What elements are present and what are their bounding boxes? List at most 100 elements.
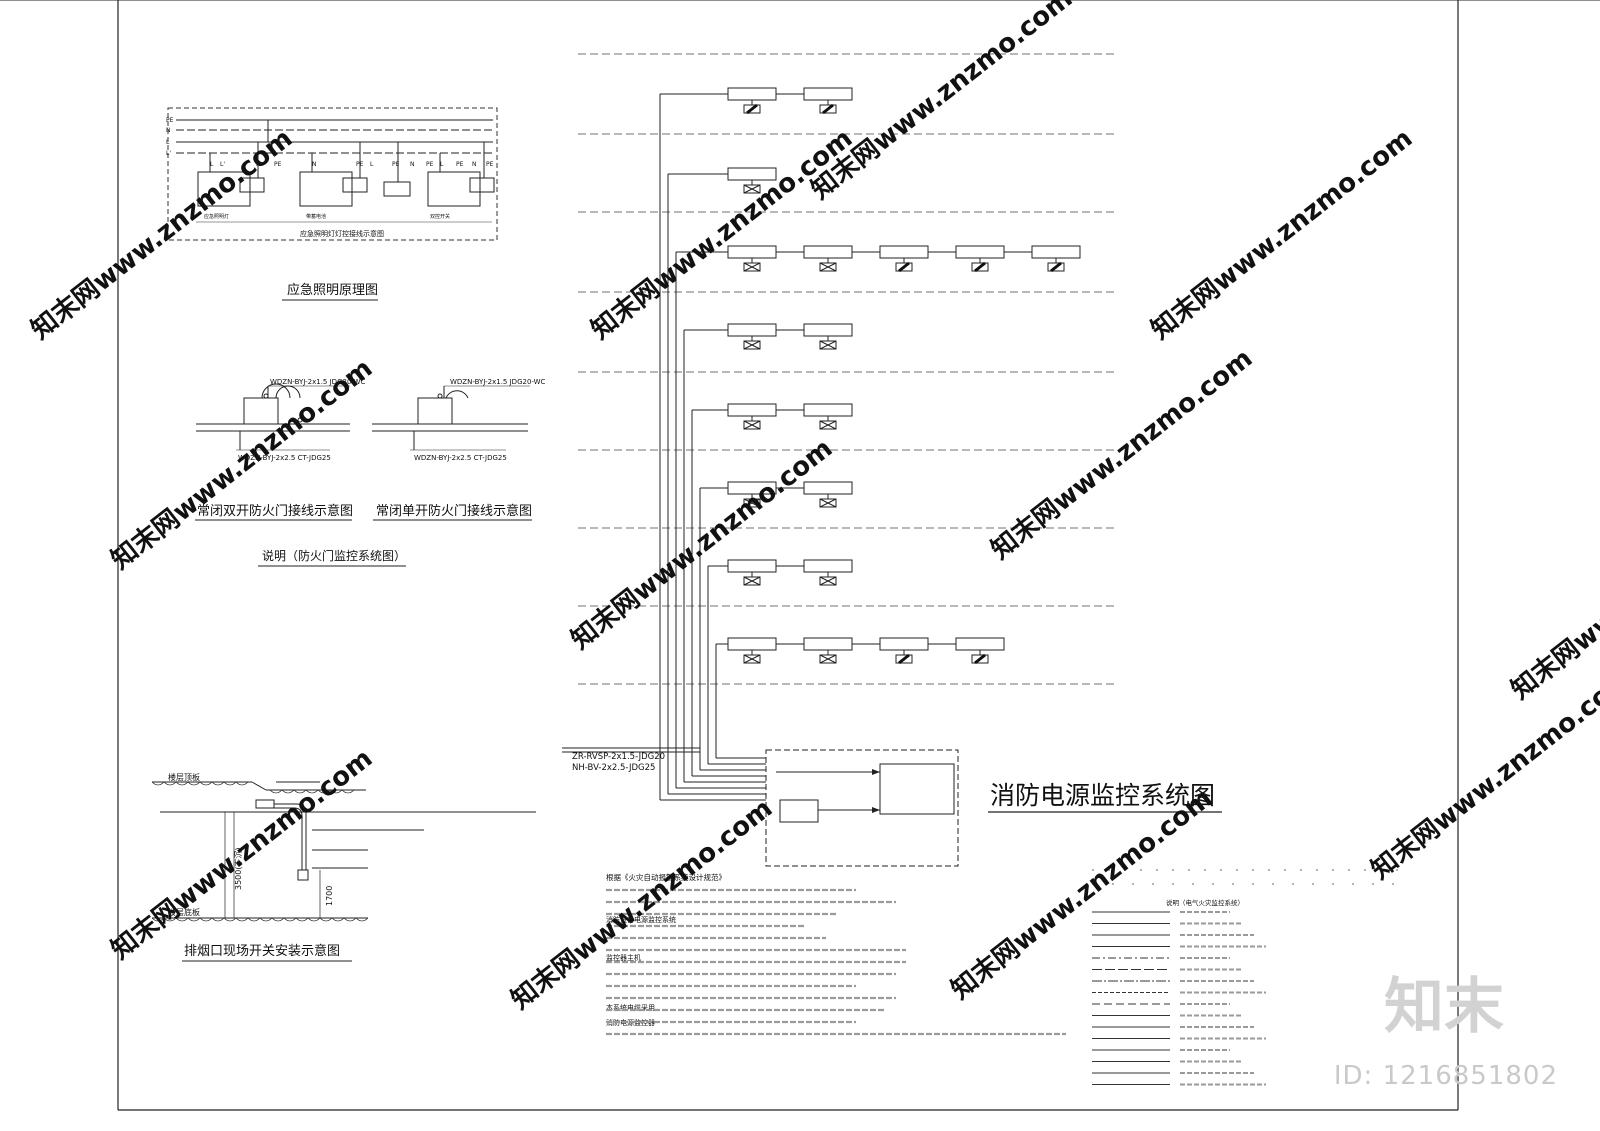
fp-sensor	[743, 104, 761, 114]
watermark-text: 知末网www.znzmo.com	[806, 0, 1078, 206]
fp-module	[879, 245, 929, 259]
fp-module	[879, 637, 929, 651]
fire-power-monitor-system: ZR-RVSP-2x1.5-JDG20 NH-BV-2x2.5-JDG25	[562, 53, 1114, 867]
watermark-text: 知末网www.znzmo.com	[566, 433, 838, 655]
fp-module	[1031, 245, 1081, 259]
legend: 说明（电气火灾监控系统）	[1092, 869, 1410, 1086]
fp-sensor	[743, 340, 761, 350]
el-note-2: 带蓄电池	[306, 213, 326, 220]
el-terminal-label: PE	[274, 161, 282, 168]
el-terminal-label: L	[210, 161, 214, 168]
fp-module	[727, 245, 777, 259]
fp-sensor-cross	[743, 184, 761, 194]
fp-sensor-cross	[819, 654, 837, 664]
fp-sensor	[743, 654, 761, 664]
fp-sensor-cross	[819, 420, 837, 430]
fd-notes-title: 说明（防火门监控系统图）	[262, 548, 406, 563]
fp-sensor	[743, 262, 761, 272]
el-bus-label: PE	[166, 117, 174, 124]
fd-double-title: 常闭双开防火门接线示意图	[197, 503, 353, 519]
smoke-ceiling-label: 楼层顶板	[168, 772, 200, 782]
fp-sensor	[895, 262, 913, 272]
fp-module	[727, 559, 777, 573]
fp-module	[803, 323, 853, 337]
smoke-height-total: 3500(下沉)	[234, 847, 243, 890]
fp-sensor-cross	[743, 420, 761, 430]
fp-sensor-slash	[898, 653, 910, 665]
notes-line-4: 本系统电缆采用	[606, 1003, 655, 1012]
smoke-title: 排烟口现场开关安装示意图	[184, 943, 340, 959]
watermark-text: 知末网www.znzmo.com	[946, 783, 1218, 1005]
el-terminal-label: N	[312, 161, 317, 168]
fp-sensor	[971, 262, 989, 272]
watermark-text: 知末网www.znzmo.com	[26, 123, 298, 345]
el-caption: 应急照明灯灯控接线示意图	[300, 229, 384, 238]
el-terminal-label: L	[440, 161, 444, 168]
fp-module	[803, 87, 853, 101]
fp-sensor	[819, 420, 837, 430]
fp-sensor	[971, 654, 989, 664]
fp-sensor-cross	[819, 262, 837, 272]
fp-sensor	[743, 498, 761, 508]
fp-sensor	[1047, 262, 1065, 272]
fp-module	[803, 637, 853, 651]
el-terminal-label: L'	[220, 161, 225, 168]
el-terminal-label: N	[410, 161, 415, 168]
watermark-text: 知末网www.znzmo.com	[1146, 123, 1418, 345]
fp-sensor-slash	[1050, 261, 1062, 273]
fp-sensor-cross	[743, 654, 761, 664]
el-terminal-label: N	[472, 161, 477, 168]
fp-sensor-slash	[822, 103, 834, 115]
notes-lead: 根据《火灾自动报警系统设计规范》	[606, 872, 726, 882]
el-title: 应急照明原理图	[287, 282, 378, 298]
fp-cable-2: NH-BV-2x2.5-JDG25	[572, 763, 655, 773]
fp-sensor-slash	[974, 261, 986, 273]
fp-module	[955, 245, 1005, 259]
fp-sensor	[819, 104, 837, 114]
fire-door-single: WDZN-BYJ-2x1.5 JDG20-WC WDZN-BYJ-2x2.5 C…	[372, 378, 546, 462]
watermark-id: ID: 1216851802	[1333, 1061, 1558, 1091]
fire-door-double: WDZN-BYJ-2x1.5 JDG20-WC WDZN-BYJ-2x2.5 C…	[196, 378, 366, 462]
smoke-exhaust-diagram: 楼层顶板 楼层底板 3500(下沉) 1700	[151, 772, 536, 922]
fp-module	[803, 559, 853, 573]
smoke-floor-label: 楼层底板	[168, 907, 200, 917]
el-note-1: 应急照明灯	[204, 213, 229, 220]
fp-module	[803, 245, 853, 259]
fd-single-cable-bottom: WDZN-BYJ-2x2.5 CT-JDG25	[414, 454, 507, 462]
fp-sensor	[895, 654, 913, 664]
fp-cable-1: ZR-RVSP-2x1.5-JDG20	[572, 752, 665, 762]
fd-double-cable-top: WDZN-BYJ-2x1.5 JDG20-WC	[270, 378, 366, 386]
fp-sensor	[819, 576, 837, 586]
watermark-brand: 知末	[1384, 972, 1504, 1042]
fp-sensor-cross	[743, 498, 761, 508]
fp-sensor-cross	[743, 576, 761, 586]
el-bus-label: N	[166, 127, 171, 134]
fp-module	[803, 403, 853, 417]
watermark-text: 知末网www.znzmo.com	[1366, 663, 1600, 885]
fp-sensor	[743, 576, 761, 586]
legend-title: 说明（电气火灾监控系统）	[1166, 898, 1244, 907]
fp-module	[955, 637, 1005, 651]
el-note-3: 双控开关	[430, 213, 450, 220]
fp-sensor-cross	[743, 262, 761, 272]
fp-title: 消防电源监控系统图	[990, 781, 1215, 810]
fp-sensor	[743, 420, 761, 430]
fp-sensor	[819, 498, 837, 508]
watermark-text: 知末网www.znzmo.com	[986, 343, 1258, 565]
fp-module	[803, 481, 853, 495]
watermark-text: 知末网www.znzmo.com	[106, 743, 378, 965]
fp-sensor-slash	[898, 261, 910, 273]
el-bus-label: L'	[166, 150, 171, 157]
fp-sensor-cross	[819, 340, 837, 350]
fd-single-title: 常闭单开防火门接线示意图	[376, 503, 532, 519]
watermark-text: 知末网www.znzmo.com	[586, 123, 858, 345]
watermark-text: 知末网www.znzmo.com	[106, 353, 378, 575]
fp-module	[727, 323, 777, 337]
watermark-text: 知末网www.znzmo.com	[506, 793, 778, 1015]
el-terminal-label: PE	[456, 161, 464, 168]
fp-sensor	[743, 184, 761, 194]
fd-double-cable-bottom: WDZN-BYJ-2x2.5 CT-JDG25	[238, 454, 331, 462]
fp-sensor-cross	[819, 576, 837, 586]
